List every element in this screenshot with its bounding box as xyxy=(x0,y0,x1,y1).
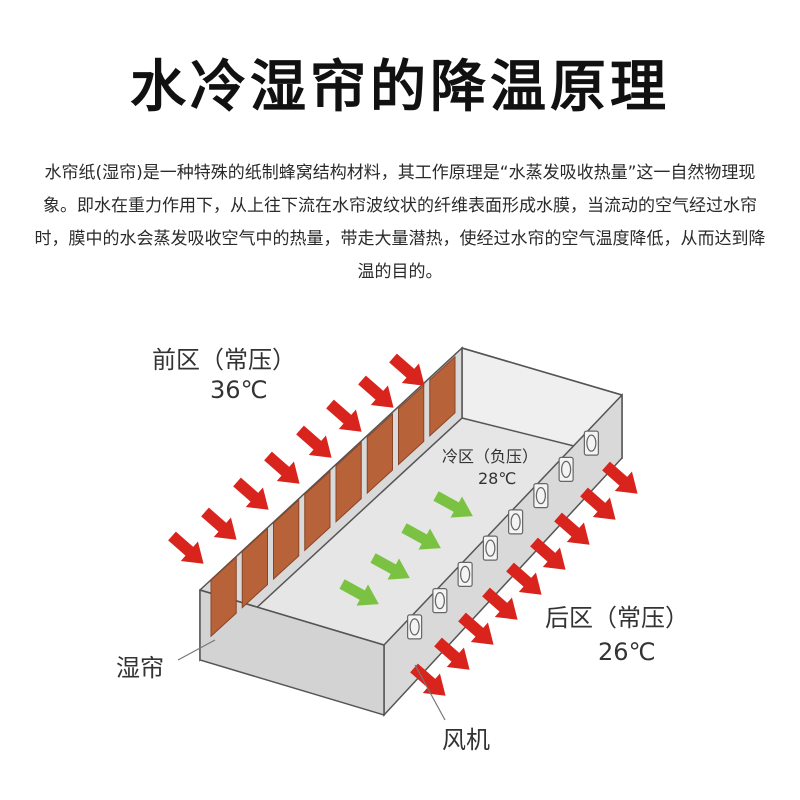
fan-icon xyxy=(482,535,498,561)
hot-air-arrow xyxy=(233,477,269,510)
fan-blade xyxy=(409,618,420,636)
wet-pad-panel xyxy=(335,441,362,523)
fan-blade xyxy=(460,565,471,583)
pad-pointer-line xyxy=(177,639,216,661)
fan-icon xyxy=(508,509,524,535)
cool-air-arrow xyxy=(370,553,410,580)
cool-air-arrow xyxy=(433,491,473,518)
exhaust-air-arrow xyxy=(482,587,518,620)
fan-icon xyxy=(533,483,549,509)
cool-zone-temp: 28℃ xyxy=(478,469,516,488)
wet-pad-panel xyxy=(429,355,456,438)
hot-air-arrow xyxy=(296,425,332,458)
front-zone-label: 前区（常压） xyxy=(152,346,296,374)
exhaust-air-arrow xyxy=(530,537,566,570)
exhaust-air-arrow xyxy=(458,612,494,645)
hot-air-arrow xyxy=(168,531,204,564)
fan-icon xyxy=(457,561,473,587)
hot-air-arrow xyxy=(264,451,300,484)
page-title: 水冷湿帘的降温原理 xyxy=(130,55,670,120)
front-zone-temp: 36℃ xyxy=(210,376,268,404)
fan-blade xyxy=(561,460,572,478)
fan-icon xyxy=(432,588,448,614)
fan-icon xyxy=(407,614,423,640)
wet-pad-panel xyxy=(273,498,300,581)
fan-blade xyxy=(434,592,445,610)
exhaust-air-arrow xyxy=(580,487,616,520)
wet-pad-panel xyxy=(304,470,331,552)
fan-pointer-line xyxy=(414,664,446,721)
wet-pad-panel xyxy=(398,384,425,466)
exhaust-air-arrow xyxy=(434,637,470,670)
box-top-edge-back xyxy=(461,347,623,396)
back-zone-label: 后区（常压） xyxy=(545,604,689,632)
pad-label: 湿帘 xyxy=(116,654,164,682)
cool-air-arrow xyxy=(339,579,379,606)
fan-blade xyxy=(485,539,496,557)
description-text: 水帘纸(湿帘)是一种特殊的纸制蜂窝结构材料，其工作原理是“水蒸发吸收热量”这一自… xyxy=(34,163,766,282)
hot-air-arrow xyxy=(358,375,394,408)
exhaust-air-arrow xyxy=(602,461,638,494)
fan-blade xyxy=(586,434,597,452)
hot-air-arrow xyxy=(389,353,425,386)
exhaust-air-arrow xyxy=(554,512,590,545)
cool-air-arrow xyxy=(401,523,441,550)
cool-zone-label: 冷区（负压） xyxy=(442,447,538,466)
fan-icon xyxy=(583,430,599,456)
fan-blade xyxy=(535,487,546,505)
wet-pad-panel xyxy=(241,527,268,609)
wet-pad-panel xyxy=(210,555,237,638)
fan-blade xyxy=(510,513,521,531)
wet-pad-panel xyxy=(366,412,393,495)
exhaust-air-arrow xyxy=(506,562,542,595)
hot-air-arrow xyxy=(201,507,237,540)
back-zone-temp: 26℃ xyxy=(598,638,656,666)
hot-air-arrow xyxy=(326,399,362,432)
fan-icon xyxy=(558,456,574,482)
fan-label: 风机 xyxy=(442,726,490,754)
